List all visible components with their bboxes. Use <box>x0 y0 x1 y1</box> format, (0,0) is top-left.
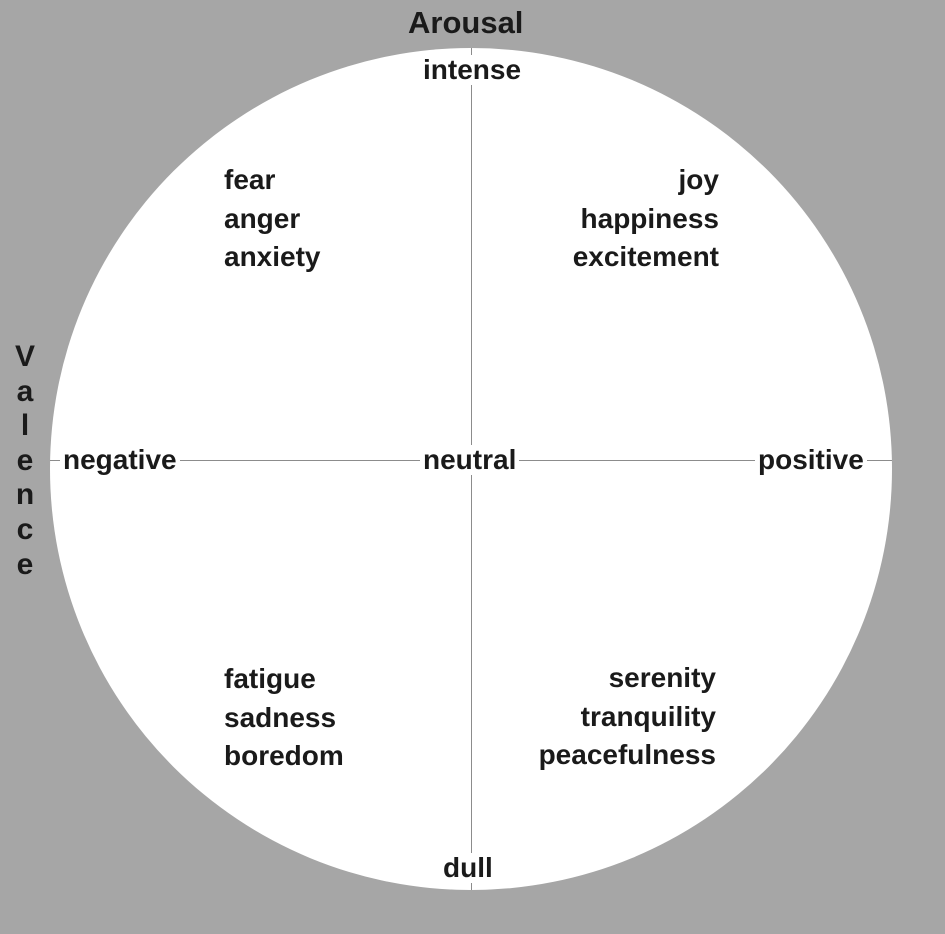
intense-label: intense <box>420 55 525 85</box>
valence-title-letter: c <box>16 512 34 546</box>
dull-label: dull <box>440 853 496 883</box>
emotion-serenity: serenity <box>608 662 716 693</box>
emotion-anxiety: anxiety <box>224 241 321 272</box>
emotion-joy: joy <box>678 164 719 195</box>
valence-title-letter: a <box>16 374 34 408</box>
emotion-fatigue: fatigue <box>224 663 316 694</box>
emotion-boredom: boredom <box>224 740 344 771</box>
neutral-label: neutral <box>420 445 520 475</box>
emotion-happiness: happiness <box>580 202 719 234</box>
arousal-axis-title: Arousal <box>408 5 524 40</box>
emotion-excitement: excitement <box>572 241 719 272</box>
quadrant-top-right: joy happiness excitement <box>573 161 719 277</box>
valence-title-letter: e <box>16 443 34 477</box>
quadrant-bottom-right: serenity tranquility peacefulness <box>539 659 716 775</box>
quadrant-bottom-left: fatigue sadness boredom <box>224 660 344 776</box>
emotion-anger: anger <box>224 202 301 234</box>
quadrant-top-left: fear anger anxiety <box>224 161 321 277</box>
negative-label: negative <box>60 445 180 475</box>
emotion-fear: fear <box>224 164 276 195</box>
valence-title-letter: n <box>15 478 35 512</box>
emotion-peacefulness: peacefulness <box>538 739 716 770</box>
emotion-sadness: sadness <box>224 701 337 733</box>
positive-label: positive <box>755 445 867 475</box>
valence-title-letter: l <box>20 409 30 443</box>
valence-title-letter: V <box>14 340 35 373</box>
emotion-tranquility: tranquility <box>580 700 716 732</box>
valence-title-letter: e <box>16 547 34 581</box>
